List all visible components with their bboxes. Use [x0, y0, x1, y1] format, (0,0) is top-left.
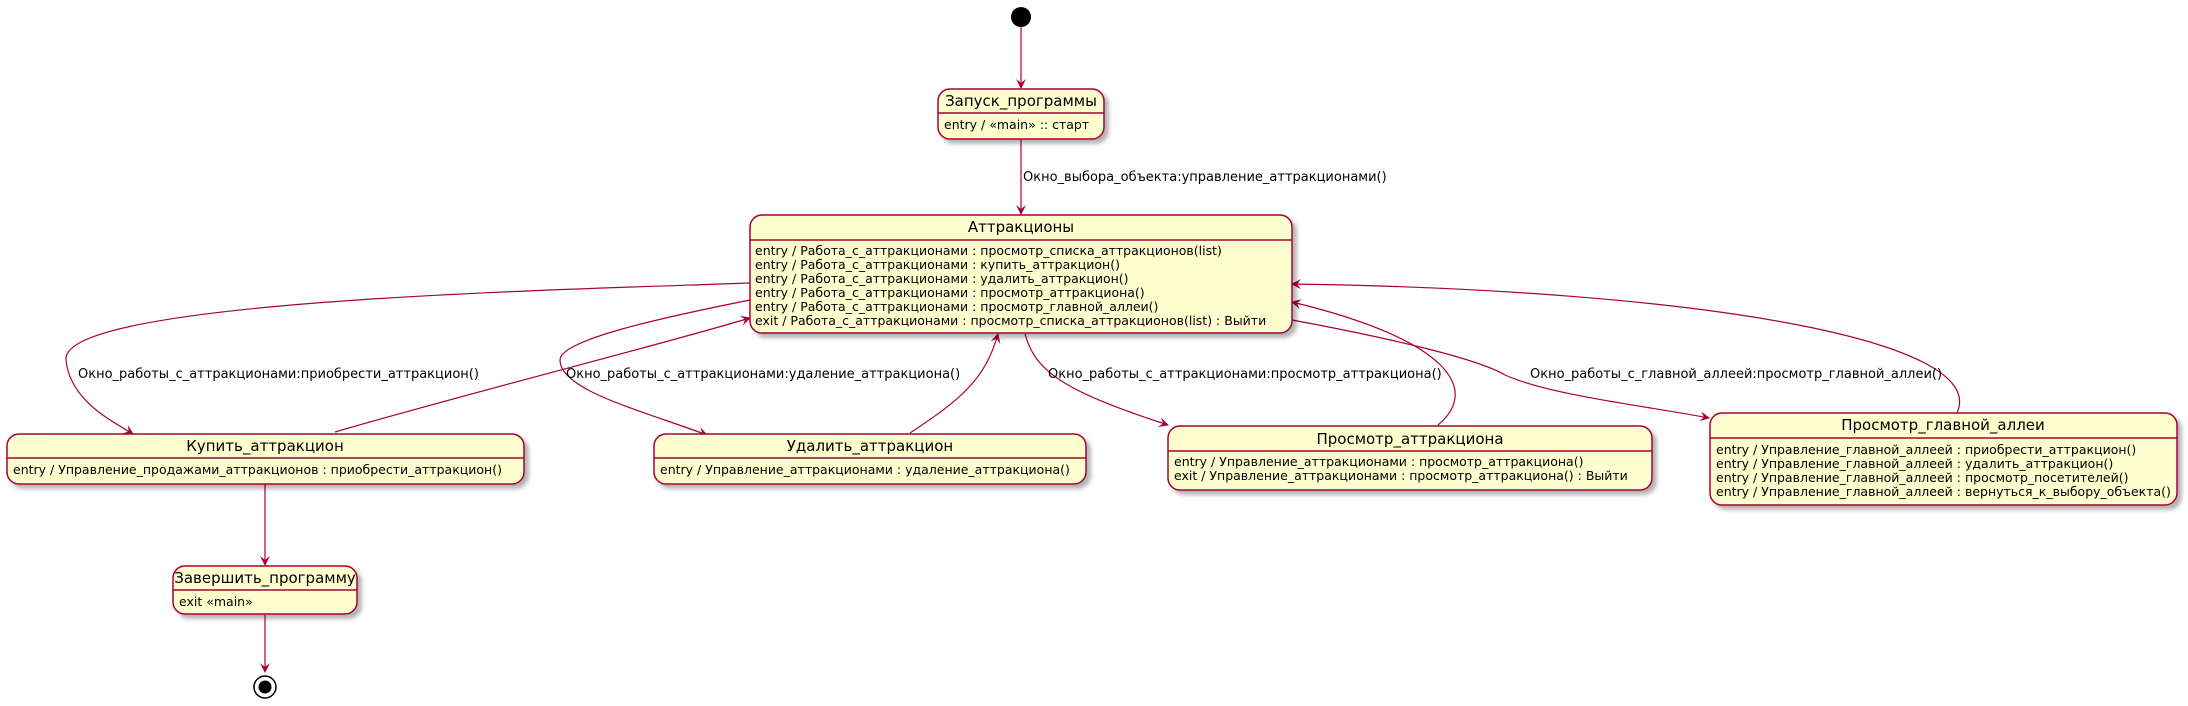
state-attractions-line-1: entry / Работа_с_аттракционами : просмот… [755, 243, 1222, 258]
edge-attractions-to-alley [1291, 319, 1710, 422]
state-start: Запуск_программы entry / «main» :: старт [937, 88, 1105, 140]
initial-state [1011, 7, 1031, 27]
state-buy: Купить_аттракцион entry / Управление_про… [6, 433, 525, 485]
label-to-delete: Окно_работы_с_аттракционами:удаление_атт… [566, 367, 960, 382]
state-start-title: Запуск_программы [945, 92, 1097, 111]
state-view-line-1: entry / Управление_аттракционами : просм… [1174, 454, 1583, 469]
state-attractions: Аттракционы entry / Работа_с_аттракциона… [749, 214, 1293, 334]
state-buy-line-1: entry / Управление_продажами_аттракционо… [13, 462, 502, 477]
edge-attractions-to-buy [65, 282, 751, 435]
edge-attractions-to-view [1024, 333, 1169, 427]
state-view: Просмотр_аттракциона entry / Управление_… [1167, 425, 1653, 491]
state-view-line-2: exit / Управление_аттракционами : просмо… [1174, 468, 1628, 483]
state-delete-title: Удалить_аттракцион [787, 437, 954, 456]
state-attractions-line-6: exit / Работа_с_аттракционами : просмотр… [755, 313, 1266, 328]
state-alley-line-1: entry / Управление_главной_аллеей : прио… [1716, 442, 2136, 457]
transition-labels: Окно_выбора_объекта:управление_аттракцио… [78, 170, 1942, 382]
label-to-view: Окно_работы_с_аттракционами:просмотр_атт… [1048, 367, 1442, 382]
state-alley-title: Просмотр_главной_аллеи [1841, 416, 2045, 435]
label-to-attractions: Окно_выбора_объекта:управление_аттракцио… [1023, 170, 1387, 185]
state-delete: Удалить_аттракцион entry / Управление_ат… [653, 433, 1087, 485]
state-delete-line-1: entry / Управление_аттракционами : удале… [660, 462, 1070, 477]
state-alley-line-4: entry / Управление_главной_аллеей : верн… [1716, 484, 2171, 499]
state-finish-line-1: exit «main» [179, 594, 253, 609]
edge-alley-to-attractions [1291, 279, 1960, 414]
final-state [253, 675, 277, 699]
state-attractions-line-5: entry / Работа_с_аттракционами : просмот… [755, 299, 1158, 314]
label-to-buy: Окно_работы_с_аттракционами:приобрести_а… [78, 367, 479, 382]
state-attractions-line-3: entry / Работа_с_аттракционами : удалить… [755, 271, 1129, 286]
state-alley-line-3: entry / Управление_главной_аллеей : прос… [1716, 470, 2128, 485]
state-attractions-line-2: entry / Работа_с_аттракционами : купить_… [755, 257, 1120, 272]
state-start-line-1: entry / «main» :: старт [944, 117, 1089, 132]
state-finish-title: Завершить_программу [174, 569, 356, 588]
state-view-title: Просмотр_аттракциона [1316, 430, 1503, 449]
state-alley-line-2: entry / Управление_главной_аллеей : удал… [1716, 456, 2113, 471]
state-alley: Просмотр_главной_аллеи entry / Управлени… [1709, 412, 2178, 506]
edge-view-to-attractions [1291, 299, 1456, 426]
edge-attractions-to-delete [559, 299, 751, 437]
state-finish: Завершить_программу exit «main» [172, 565, 358, 615]
label-to-alley: Окно_работы_с_главной_аллеей:просмотр_гл… [1530, 367, 1942, 382]
state-attractions-title: Аттракционы [968, 218, 1074, 236]
edge-delete-to-attractions [909, 333, 1001, 434]
state-attractions-line-4: entry / Работа_с_аттракционами : просмот… [755, 285, 1145, 300]
state-buy-title: Купить_аттракцион [186, 437, 344, 456]
